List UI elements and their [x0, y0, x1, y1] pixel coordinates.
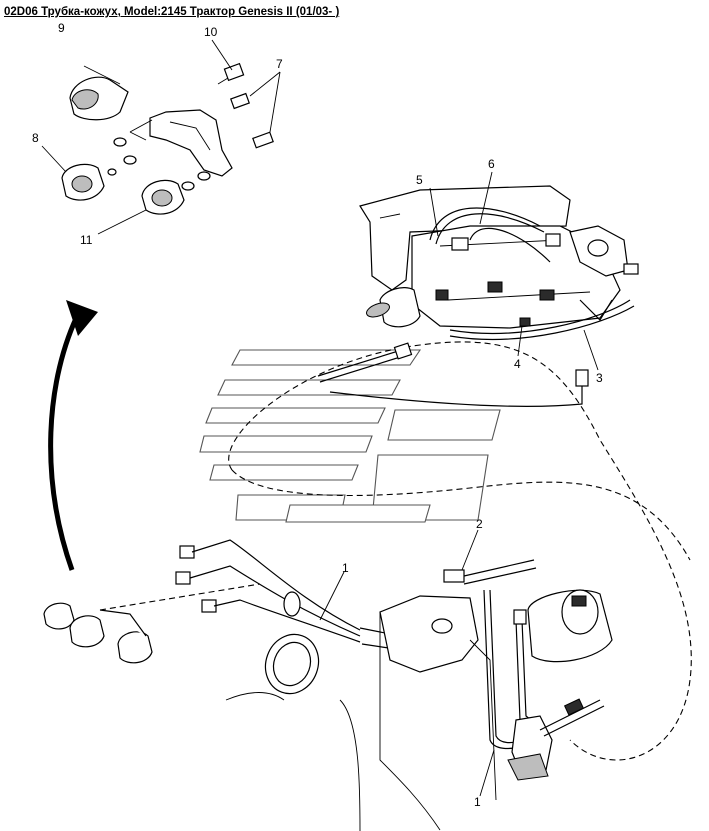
lower-left-assembly — [43, 539, 403, 701]
callout-2: 2 — [476, 517, 483, 531]
upper-tubes — [317, 207, 635, 407]
callout-6: 6 — [488, 157, 495, 171]
valve-block-assembly — [359, 185, 639, 329]
part-8-clamp — [41, 145, 105, 201]
part-11-clamp — [97, 179, 185, 235]
callout-4: 4 — [514, 357, 521, 371]
watermark-logo — [199, 349, 501, 523]
lower-right-assembly — [339, 559, 613, 831]
detail-boundary-lower — [231, 469, 691, 561]
callout-1-lower: 1 — [474, 795, 481, 809]
callout-5: 5 — [416, 173, 423, 187]
callout-7: 7 — [276, 57, 283, 71]
callout-9: 9 — [58, 21, 65, 35]
exploded-parts-group — [41, 39, 281, 235]
callout-3: 3 — [596, 371, 603, 385]
detail-boundary — [228, 341, 692, 761]
callout-10: 10 — [204, 25, 218, 39]
callout-1-upper: 1 — [342, 561, 349, 575]
washers — [107, 137, 211, 191]
part-9-cover — [69, 65, 129, 121]
bracket — [129, 109, 233, 177]
callout-8: 8 — [32, 131, 39, 145]
callout-11: 11 — [80, 233, 93, 247]
callout-labels: 9 10 7 8 11 5 6 3 4 2 1 1 — [32, 21, 603, 809]
part-10-screw — [211, 39, 245, 85]
page-title: 02D06 Трубка-кожух, Model:2145 Трактор G… — [4, 6, 340, 18]
part-7-fittings — [230, 71, 281, 149]
leader-lines — [319, 171, 599, 797]
direction-arrow — [48, 300, 98, 571]
